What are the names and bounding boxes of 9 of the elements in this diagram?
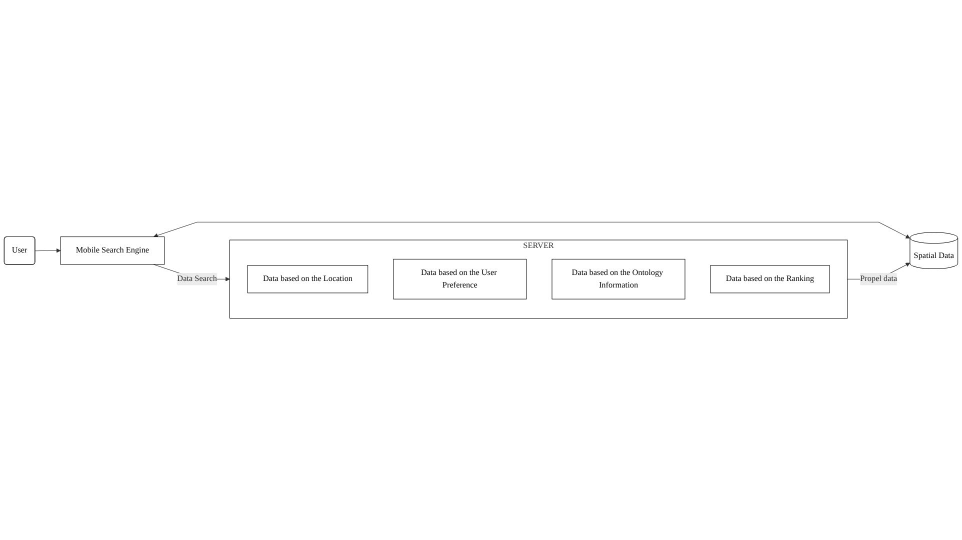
arrow (34, 248, 61, 253)
edge-label: Data Search (177, 274, 217, 284)
edge-label: Propel data (860, 274, 898, 284)
node-box: Data based on the Ranking (710, 264, 830, 294)
node-box: Data based on the Location (247, 264, 368, 294)
node-box: Mobile Search Engine (60, 236, 165, 264)
node-box: Data based on the User Preference (393, 258, 527, 300)
arrow (153, 222, 910, 238)
node-box: Data based on the Ontology Information (552, 258, 686, 300)
